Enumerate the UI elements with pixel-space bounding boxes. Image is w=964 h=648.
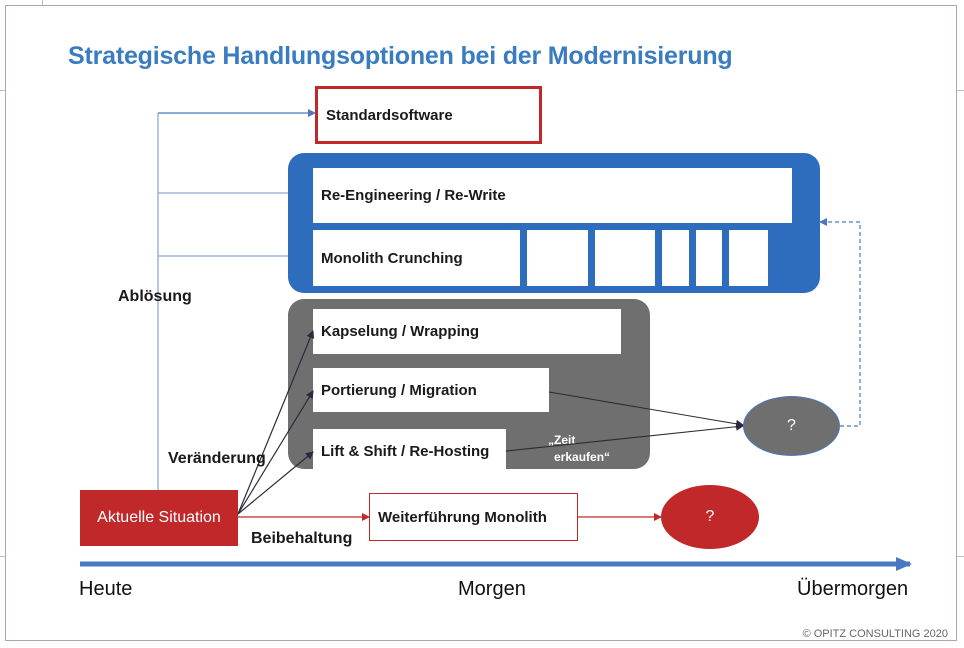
veraenderung-label: Veränderung — [168, 450, 266, 467]
microservice-segment — [527, 230, 588, 286]
arrow-portierung-to-outcome — [548, 391, 744, 428]
copyright-notice: © OPITZ CONSULTING 2020 — [802, 628, 948, 640]
timeline-morgen: Morgen — [458, 578, 526, 600]
monolith-crunching-box: Monolith Crunching — [313, 230, 520, 286]
outer-frame — [5, 5, 957, 641]
crop-mark — [0, 90, 5, 91]
kapselung-box: Kapselung / Wrapping — [313, 309, 621, 354]
crop-mark — [957, 90, 964, 91]
microservice-segment — [595, 230, 655, 286]
abloesung-label: Ablösung — [118, 288, 192, 305]
standardsoftware-box: Standardsoftware — [315, 86, 542, 144]
timeline-uebermorgen: Übermorgen — [797, 578, 909, 600]
zeit-line-1: „Zeit — [548, 433, 576, 447]
crop-mark — [957, 556, 964, 557]
lift-shift-box: Lift & Shift / Re-Hosting — [313, 429, 506, 474]
crop-mark — [0, 556, 5, 557]
microservice-segment — [729, 230, 768, 286]
uncertain-outcome-gray: ? — [743, 396, 840, 456]
arrow-to-lift-shift — [237, 451, 314, 515]
arrow-to-kapselung — [237, 330, 315, 515]
weiterfuehrung-box: Weiterführung Monolith — [369, 493, 578, 541]
arrow-to-portierung — [237, 390, 314, 515]
dashed-loop-to-abloesung — [819, 218, 861, 427]
crop-mark — [42, 0, 43, 5]
microservice-segment — [696, 230, 722, 286]
diagram-title: Strategische Handlungsoptionen bei der M… — [68, 42, 733, 70]
arrow-lift-shift-to-outcome — [505, 422, 744, 452]
zeit-line-2: erkaufen“ — [554, 450, 611, 464]
reengineering-box: Re-Engineering / Re-Write — [313, 168, 792, 223]
aktuelle-situation-box: Aktuelle Situation — [80, 490, 238, 546]
portierung-box: Portierung / Migration — [313, 368, 549, 412]
microservice-segment — [662, 230, 689, 286]
beibehaltung-label: Beibehaltung — [251, 530, 353, 547]
timeline-heute: Heute — [79, 578, 133, 600]
uncertain-outcome-red: ? — [661, 485, 759, 549]
zeit-erkaufen-note: „Zeit erkaufen“ — [546, 432, 610, 466]
